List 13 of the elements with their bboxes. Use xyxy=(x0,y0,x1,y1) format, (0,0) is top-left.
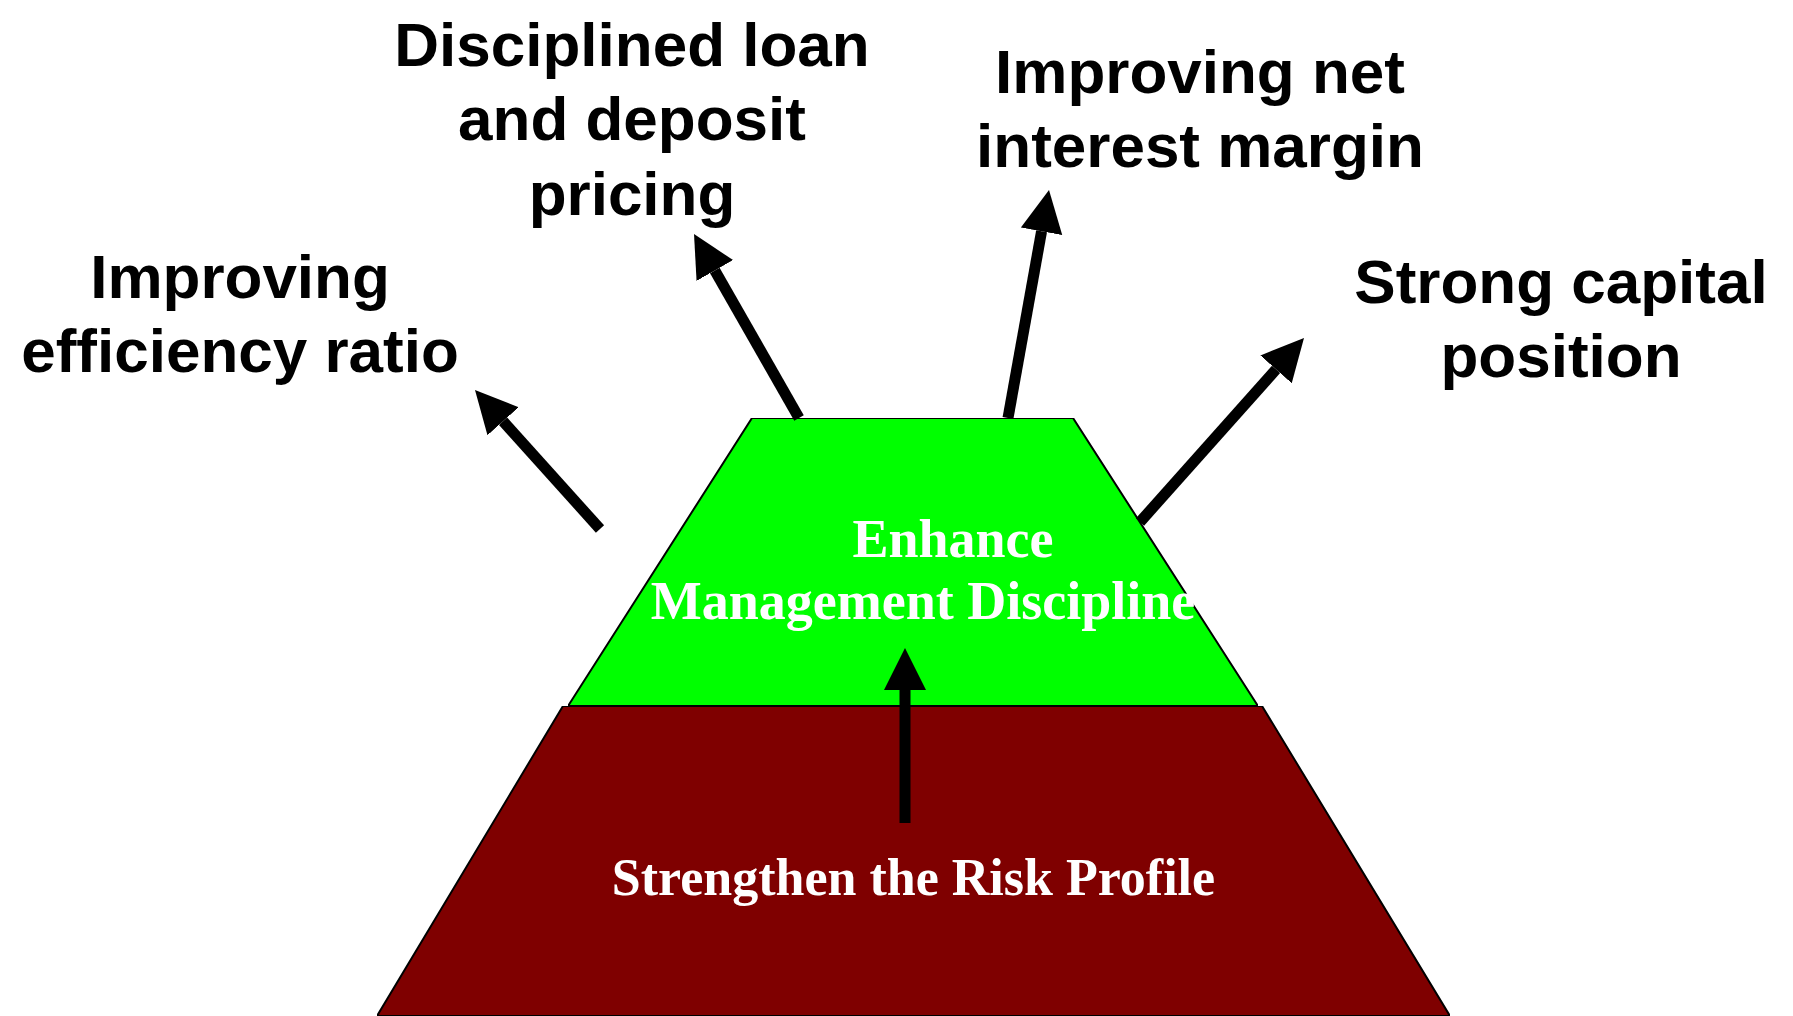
pyramid-tier xyxy=(568,418,1258,706)
goal-text: Strong capital position xyxy=(1346,245,1776,394)
arrow xyxy=(1135,338,1304,526)
arrow xyxy=(1002,190,1063,419)
goal-text: Disciplined loan and deposit pricing xyxy=(382,8,882,232)
tier-label: Enhance Management Discipline xyxy=(649,508,1197,633)
arrow xyxy=(694,234,804,421)
goal-text: Improving net interest margin xyxy=(965,35,1435,184)
arrow xyxy=(884,648,926,823)
arrow xyxy=(475,390,605,533)
goal-text: Improving efficiency ratio xyxy=(10,240,470,389)
tier-label: Strengthen the Risk Profile xyxy=(610,848,1217,908)
pyramid-tier xyxy=(377,706,1450,1016)
